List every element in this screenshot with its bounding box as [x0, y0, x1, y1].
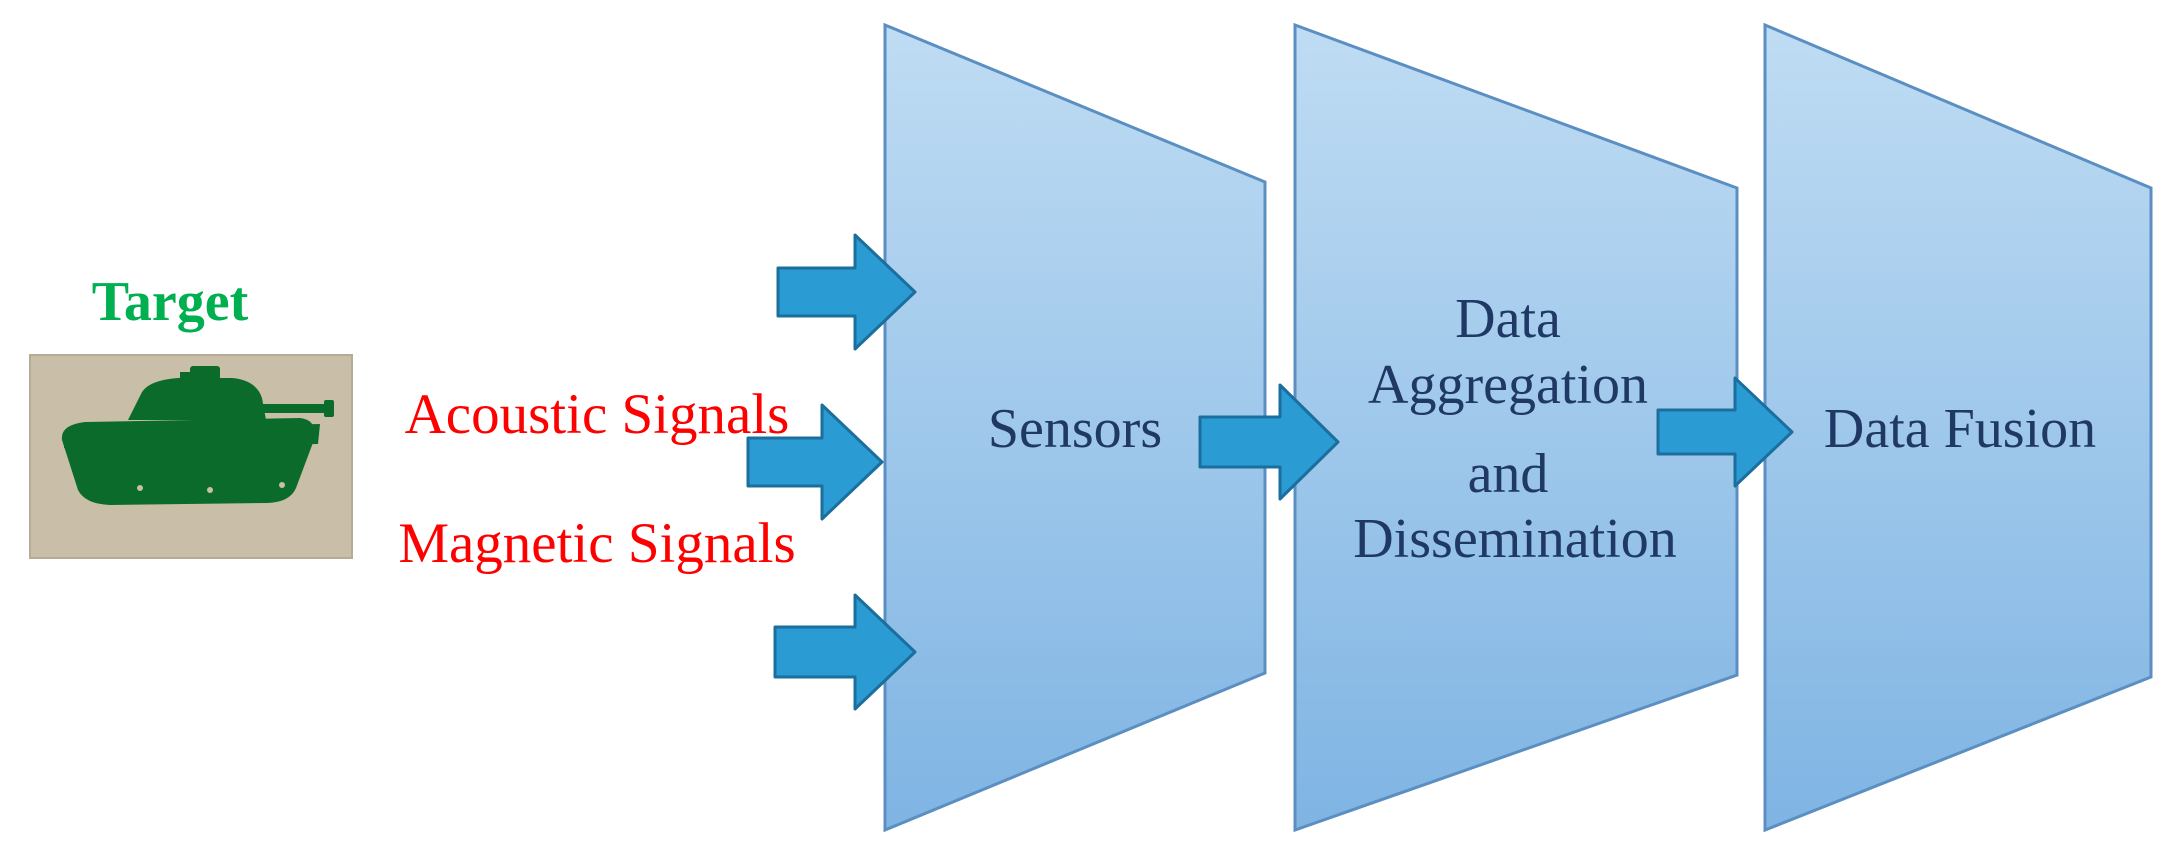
- acoustic-signals-label: Acoustic Signals: [405, 383, 790, 446]
- aggregation-to-fusion-arrow: [1656, 376, 1794, 488]
- sensors-stage: [883, 22, 1267, 833]
- input-arrow-bottom: [773, 593, 917, 711]
- tank-icon: [61, 366, 334, 505]
- fusion-text-line-1: Data Fusion: [1824, 398, 2096, 460]
- aggregation-text-line-4: Dissemination: [1353, 508, 1677, 570]
- target-image: [29, 354, 353, 559]
- sensors-to-aggregation-arrow: [1198, 383, 1340, 501]
- magnetic-signals-label: Magnetic Signals: [398, 512, 795, 575]
- aggregation-stage: [1293, 22, 1739, 833]
- fusion-text: Data Fusion: [1824, 398, 2096, 460]
- aggregation-text-line-2: Aggregation: [1368, 354, 1648, 416]
- sensors-text-line-1: Sensors: [988, 398, 1162, 460]
- input-arrow-top: [776, 233, 917, 351]
- aggregation-text-line-1: Data: [1455, 288, 1561, 350]
- target-label: Target: [92, 271, 249, 333]
- input-arrow-middle: [746, 403, 884, 521]
- aggregation-text-line-3: and: [1468, 443, 1549, 505]
- aggregation-text: Data Aggregation and Dissemination: [1353, 288, 1677, 570]
- sensors-text: Sensors: [988, 398, 1162, 460]
- fusion-stage: [1763, 22, 2153, 833]
